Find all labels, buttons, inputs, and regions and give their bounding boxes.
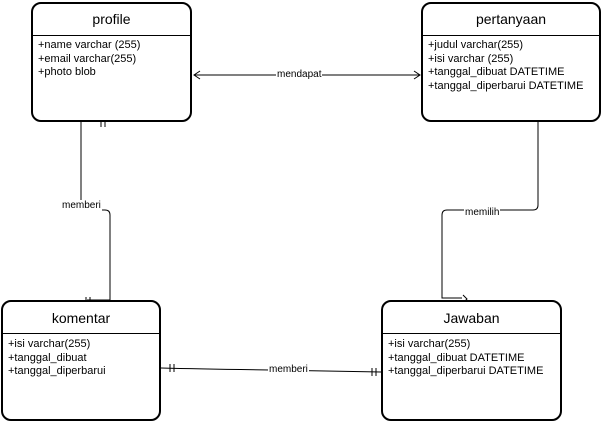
- field: +email varchar(255): [38, 52, 137, 65]
- crow-foot-pertanyaan: [413, 70, 421, 80]
- field-list: +isi varchar(255) +tanggal_dibuat +tangg…: [8, 338, 157, 379]
- entity-komentar[interactable]: komentar +isi varchar(255) +tanggal_dibu…: [1, 300, 161, 421]
- line-profile-komentar: [80, 122, 111, 301]
- entity-title: pertanyaan: [423, 4, 599, 36]
- rel-label-memberi-komentar-jawaban: memberi: [268, 364, 309, 375]
- rel-label-memilih: memilih: [464, 207, 501, 218]
- line-komentar-jawaban: [160, 367, 382, 373]
- rel-label-mendapat: mendapat: [276, 69, 323, 80]
- field-list: +name varchar (255) +email varchar(255) …: [38, 39, 188, 80]
- field-list: +judul varchar(255) +isi varchar (255) +…: [428, 39, 597, 93]
- entity-profile[interactable]: profile +name varchar (255) +email varch…: [31, 2, 192, 122]
- entity-title: komentar: [3, 302, 159, 334]
- field-list: +isi varchar(255) +tanggal_dibuat DATETI…: [388, 338, 558, 379]
- entity-title: Jawaban: [383, 302, 560, 334]
- line-pertanyaan-jawaban: [441, 122, 539, 299]
- entity-jawaban[interactable]: Jawaban +isi varchar(255) +tanggal_dibua…: [381, 300, 562, 421]
- field: +tanggal_dibuat DATETIME: [428, 66, 565, 78]
- field: +tanggal_diperbarui DATETIME: [428, 79, 584, 92]
- entity-pertanyaan[interactable]: pertanyaan +judul varchar(255) +isi varc…: [421, 2, 601, 122]
- field: +isi varchar (255): [428, 52, 514, 65]
- field: +isi varchar(255): [8, 338, 91, 350]
- field: +judul varchar(255): [428, 39, 524, 51]
- field: +isi varchar(255): [388, 338, 471, 350]
- field: +tanggal_diperbarui DATETIME: [388, 365, 544, 377]
- crow-foot-profile: [193, 70, 201, 80]
- field: +tanggal_diperbarui: [8, 365, 106, 377]
- field: +photo blob: [38, 66, 96, 78]
- field: +tanggal_dibuat DATETIME: [388, 351, 525, 364]
- rel-label-memberi-profile-komentar: memberi: [61, 200, 102, 211]
- field: +tanggal_dibuat: [8, 351, 87, 364]
- field: +name varchar (255): [38, 39, 141, 51]
- entity-title: profile: [33, 4, 190, 36]
